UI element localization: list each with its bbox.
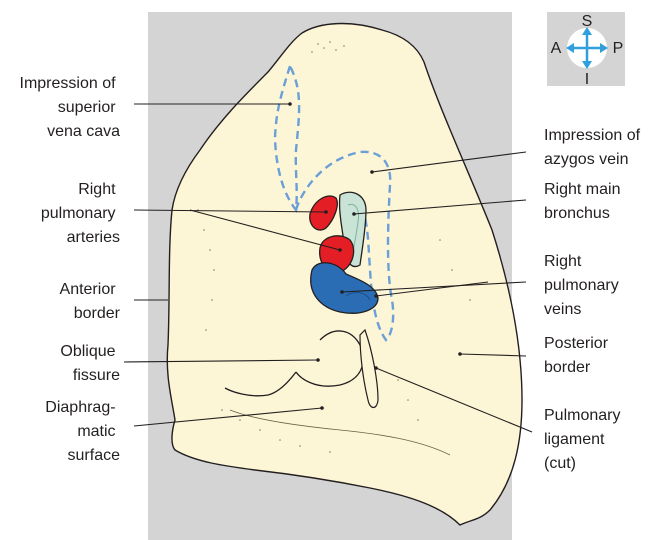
label-right-pulmonary-arteries: Right pulmonary arteries <box>41 181 120 246</box>
label-right-main-bronchus: Right main bronchus <box>544 181 625 222</box>
label-anterior-border: Anterior border <box>60 281 121 322</box>
label-oblique-fissure: Oblique fissure <box>60 343 120 384</box>
label-pulmonary-ligament: Pulmonary ligament (cut) <box>544 407 625 472</box>
compass-posterior: P <box>613 40 624 57</box>
label-superior-vena-cava: Impression of superior vena cava <box>20 75 121 140</box>
label-diaphragmatic-surface: Diaphrag- matic surface <box>45 399 120 464</box>
orientation-compass: S I A P <box>547 12 625 88</box>
compass-inferior: I <box>585 71 589 88</box>
label-posterior-border: Posterior border <box>544 335 612 376</box>
label-azygos-vein: Impression of azygos vein <box>544 127 645 168</box>
compass-anterior: A <box>551 40 562 57</box>
compass-superior: S <box>582 13 593 30</box>
label-right-pulmonary-veins: Right pulmonary veins <box>544 253 623 318</box>
